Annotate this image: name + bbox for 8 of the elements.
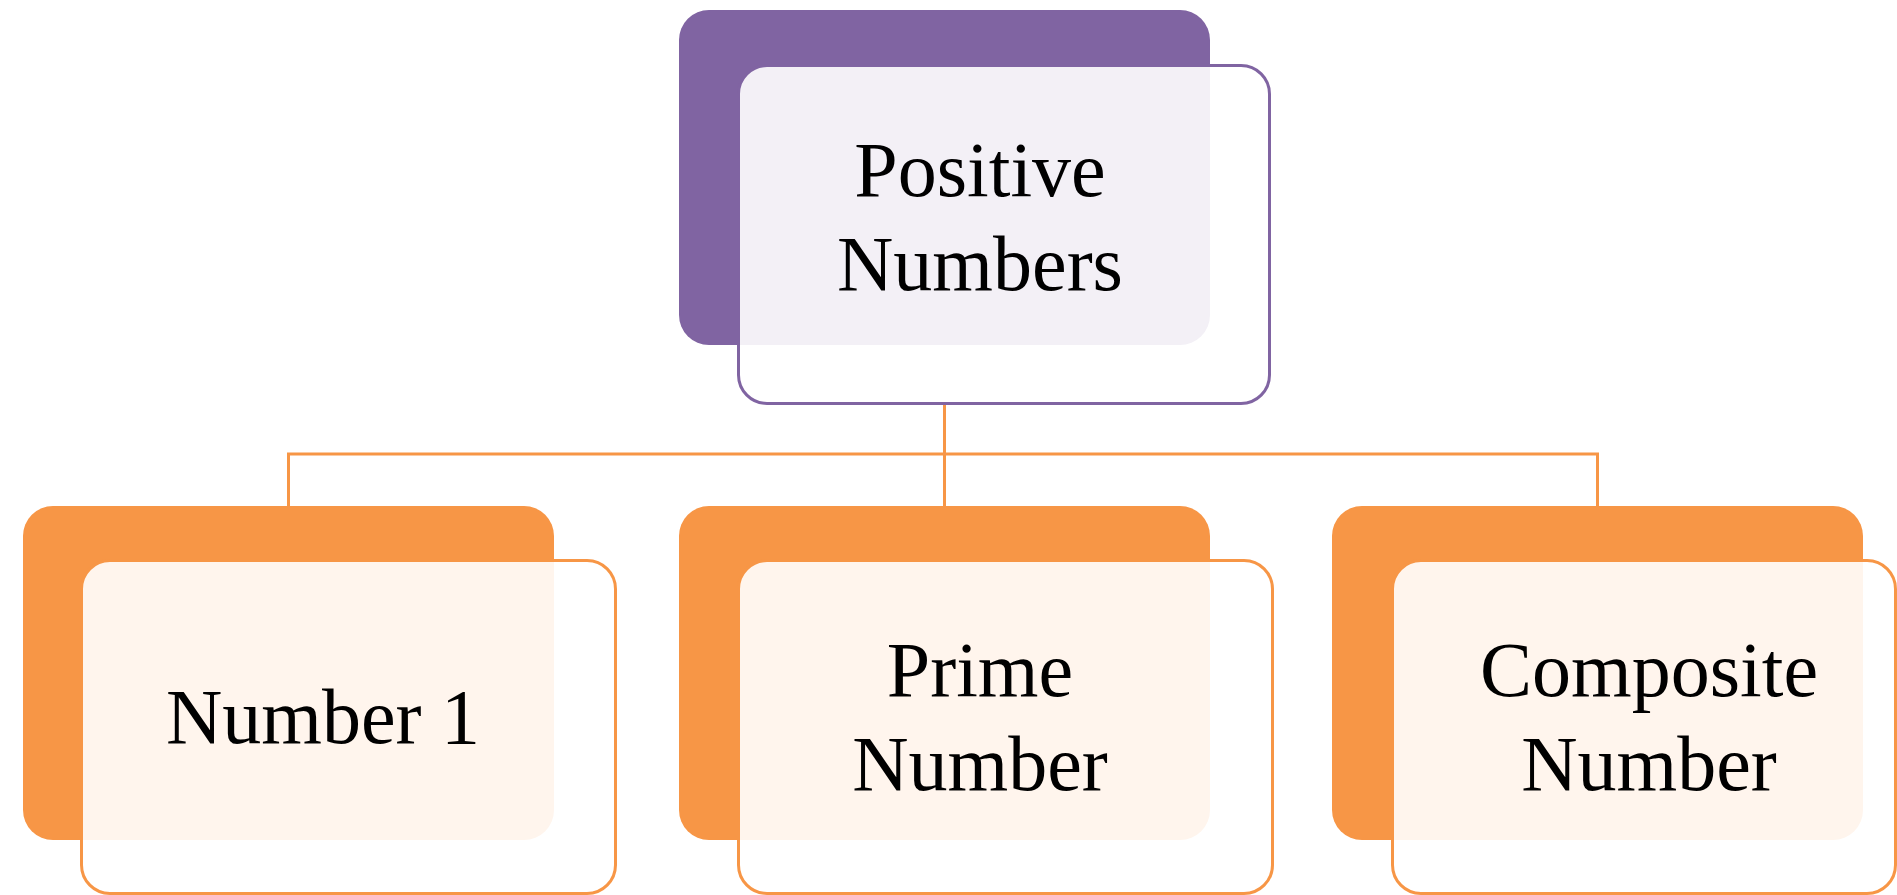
node-label: Composite Number <box>1479 625 1819 809</box>
rounded-box <box>80 559 617 895</box>
node-label: Positive Numbers <box>836 125 1124 309</box>
rounded-box <box>737 559 1274 895</box>
rounded-box <box>1391 559 1897 895</box>
node-label: Prime Number <box>851 625 1109 809</box>
rounded-box <box>737 64 1271 405</box>
node-label: Number 1 <box>165 672 481 763</box>
